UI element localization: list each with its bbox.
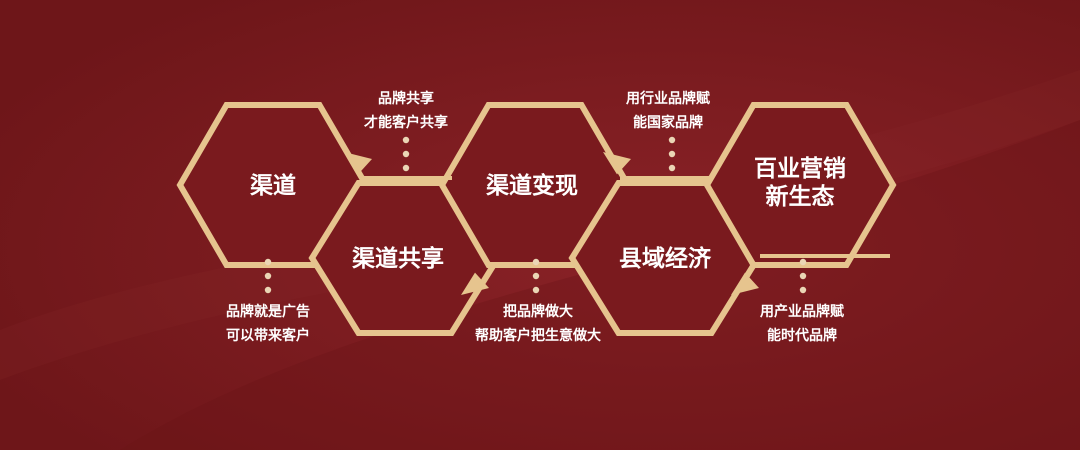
- leader-dot: [668, 136, 676, 144]
- leader-dot: [799, 258, 807, 266]
- leader-dot: [799, 272, 807, 280]
- note-3-line: 帮助客户把生意做大: [475, 327, 601, 344]
- arrowhead-2: [461, 272, 489, 295]
- hexagon-3-label: 渠道变现: [486, 172, 578, 199]
- note-5-line: 用产业品牌赋: [760, 303, 844, 320]
- hexagon-5-label: 新生态: [766, 183, 835, 210]
- arrowhead-1: [344, 152, 372, 175]
- leader-dot: [799, 286, 807, 294]
- hexagon-5: [703, 102, 897, 268]
- note-5-line: 能时代品牌: [767, 327, 837, 344]
- leader-dot: [264, 286, 272, 294]
- leader-dot: [402, 164, 410, 172]
- leader-dot: [402, 136, 410, 144]
- note-1-line: 可以带来客户: [226, 327, 310, 344]
- leader-dot: [668, 150, 676, 158]
- leader-dot: [402, 150, 410, 158]
- note-4-line: 用行业品牌赋: [626, 90, 710, 107]
- note-4-line: 能国家品牌: [633, 114, 703, 131]
- arrowhead-3: [603, 152, 631, 175]
- leader-dot: [668, 164, 676, 172]
- note-1-line: 品牌就是广告: [226, 303, 310, 320]
- hexagon-4-label: 县域经济: [619, 245, 712, 272]
- note-3-line: 把品牌做大: [503, 303, 573, 320]
- leader-dot: [532, 272, 540, 280]
- hexagon-5-label: 百业营销: [754, 156, 846, 182]
- hexagon-1-label: 渠道: [250, 172, 296, 199]
- leader-dot: [264, 272, 272, 280]
- arrowhead-4: [731, 272, 759, 295]
- hexagon-2-label: 渠道共享: [352, 245, 444, 272]
- leader-dot: [264, 258, 272, 266]
- leader-dot: [532, 258, 540, 266]
- leader-dot: [532, 286, 540, 294]
- note-2-line: 才能客户共享: [364, 114, 448, 131]
- note-2-line: 品牌共享: [378, 90, 434, 107]
